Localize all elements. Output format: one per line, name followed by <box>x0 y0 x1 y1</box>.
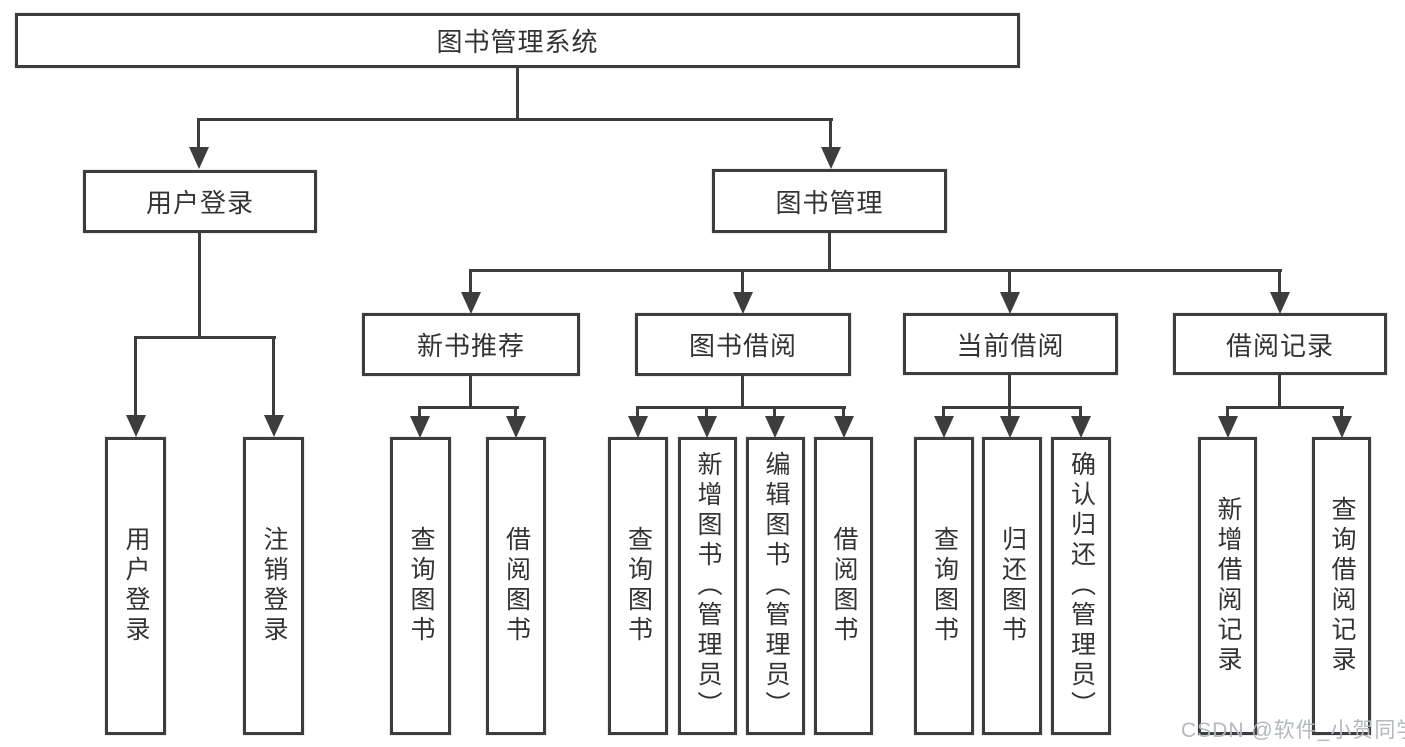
connector-line <box>418 406 421 418</box>
node-borrowing-records: 借阅记录 <box>1173 313 1387 375</box>
node-current-borrowing: 当前借阅 <box>903 313 1118 375</box>
arrowhead-down-icon <box>410 416 430 438</box>
leaf-query-books-borrowing: 查询图书 <box>608 437 668 735</box>
connector-line <box>829 118 832 150</box>
leaf-query-books-recommendation: 查询图书 <box>390 437 451 735</box>
connector-line <box>134 336 137 418</box>
connector-line <box>636 406 846 409</box>
connector-line <box>636 406 639 418</box>
leaf-label: 用户登录 <box>122 526 150 646</box>
connector-line <box>469 269 1282 272</box>
leaf-edit-books-admin: 编辑图书（管理员） <box>746 437 805 735</box>
leaf-return-books: 归还图书 <box>982 437 1042 735</box>
connector-line <box>197 118 200 150</box>
leaf-label: 归还图书 <box>998 526 1027 646</box>
arrowhead-down-icon <box>765 416 785 438</box>
connector-line <box>1008 406 1011 418</box>
leaf-label: 新增图书（管理员） <box>694 451 722 721</box>
connector-line <box>1008 374 1011 409</box>
leaf-confirm-return-admin: 确认归还（管理员） <box>1051 437 1111 735</box>
connector-line <box>942 406 1082 409</box>
arrowhead-down-icon <box>733 292 753 314</box>
arrowhead-down-icon <box>1218 416 1238 438</box>
node-user-login: 用户登录 <box>83 170 317 233</box>
arrowhead-down-icon <box>506 416 526 438</box>
leaf-label: 新增借阅记录 <box>1214 496 1242 676</box>
leaf-borrow-books-recommendation: 借阅图书 <box>486 437 546 735</box>
connector-line <box>828 231 831 272</box>
leaf-label: 查询图书 <box>624 526 653 646</box>
connector-line <box>741 374 744 409</box>
connector-line <box>1008 269 1011 295</box>
arrowhead-down-icon <box>934 416 954 438</box>
leaf-logout: 注销登录 <box>243 437 304 735</box>
node-root-library-system: 图书管理系统 <box>15 13 1020 68</box>
leaf-label: 查询图书 <box>407 526 435 646</box>
arrowhead-down-icon <box>264 415 284 437</box>
connector-line <box>1079 406 1082 418</box>
connector-line <box>516 66 519 120</box>
connector-line <box>1226 406 1229 418</box>
leaf-borrow-books: 借阅图书 <box>814 437 873 735</box>
arrowhead-down-icon <box>821 147 841 169</box>
connector-line <box>942 406 945 418</box>
connector-line <box>705 406 708 418</box>
arrowhead-down-icon <box>461 292 481 314</box>
leaf-query-borrow-record: 查询借阅记录 <box>1312 437 1371 735</box>
connector-line <box>418 406 519 409</box>
arrowhead-down-icon <box>1000 292 1020 314</box>
connector-line <box>1226 406 1344 409</box>
connector-line <box>198 232 201 338</box>
connector-line <box>741 269 744 295</box>
connector-line <box>197 118 833 121</box>
connector-line <box>1278 269 1281 295</box>
node-new-book-recommendation: 新书推荐 <box>362 313 580 376</box>
node-book-borrowing: 图书借阅 <box>635 313 851 376</box>
connector-line <box>272 336 275 418</box>
arrowhead-down-icon <box>126 415 146 437</box>
connector-line <box>1340 406 1343 418</box>
leaf-label: 查询借阅记录 <box>1328 496 1356 676</box>
connector-line <box>1278 374 1281 409</box>
leaf-label: 编辑图书（管理员） <box>762 451 790 721</box>
arrowhead-down-icon <box>1270 292 1290 314</box>
connector-line <box>514 406 517 418</box>
connector-line <box>469 374 472 409</box>
connector-line <box>842 406 845 418</box>
leaf-label: 借阅图书 <box>830 526 858 646</box>
leaf-label: 确认归还（管理员） <box>1067 451 1096 721</box>
connector-line <box>469 269 472 295</box>
leaf-label: 注销登录 <box>260 526 288 646</box>
leaf-label: 查询图书 <box>930 526 959 646</box>
connector-line <box>773 406 776 418</box>
arrowhead-down-icon <box>189 147 209 169</box>
arrowhead-down-icon <box>1000 416 1020 438</box>
leaf-user-login: 用户登录 <box>105 437 166 735</box>
arrowhead-down-icon <box>697 416 717 438</box>
arrowhead-down-icon <box>1332 416 1352 438</box>
leaf-add-books-admin: 新增图书（管理员） <box>678 437 737 735</box>
arrowhead-down-icon <box>628 416 648 438</box>
connector-line <box>134 336 276 339</box>
arrowhead-down-icon <box>1071 416 1091 438</box>
leaf-add-borrow-record: 新增借阅记录 <box>1198 437 1257 735</box>
node-book-management: 图书管理 <box>712 169 947 233</box>
leaf-label: 借阅图书 <box>502 526 531 646</box>
arrowhead-down-icon <box>834 416 854 438</box>
leaf-query-books-current: 查询图书 <box>914 437 974 735</box>
csdn-watermark: CSDN @软件_小贺同学 <box>1181 719 1405 742</box>
